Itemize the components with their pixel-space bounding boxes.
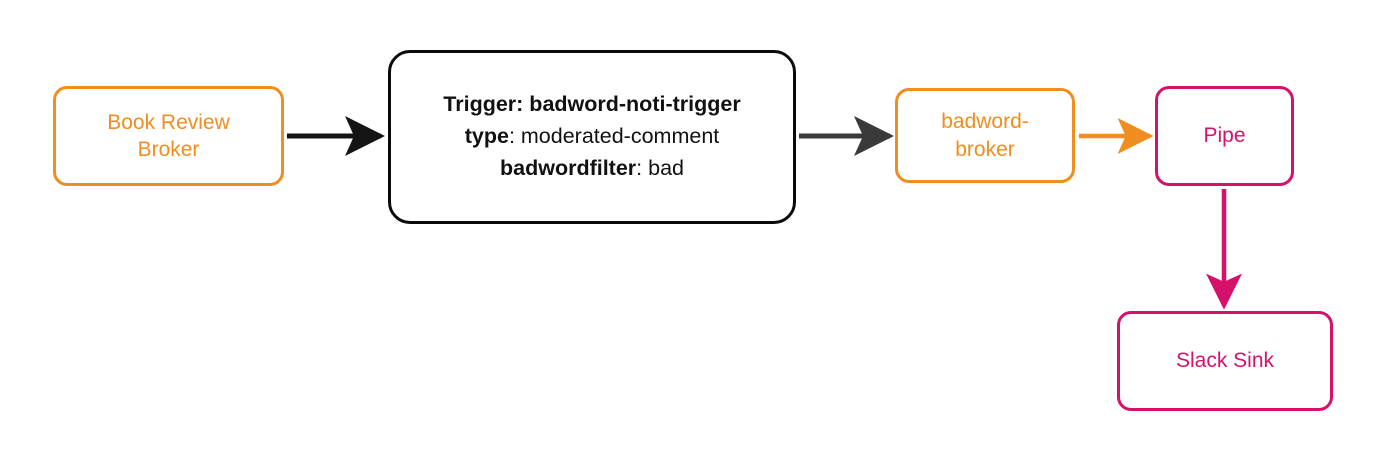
node-slack-sink[interactable]: Slack Sink (1117, 311, 1333, 411)
node-book-review-broker[interactable]: Book Review Broker (53, 86, 284, 186)
node-pipe[interactable]: Pipe (1155, 86, 1294, 186)
trigger-line-type: type: moderated-comment (465, 121, 720, 153)
trigger-badwordfilter-separator: : (636, 155, 649, 180)
trigger-type-separator: : (508, 124, 521, 149)
trigger-badwordfilter-key: badwordfilter (500, 155, 637, 180)
node-pipe-label: Pipe (1203, 124, 1246, 148)
node-trigger[interactable]: Trigger: badword-noti-trigger type: mode… (388, 50, 796, 224)
node-badword-broker[interactable]: badword- broker (895, 88, 1075, 183)
node-badword-broker-label: badword- broker (941, 110, 1029, 161)
node-slack-sink-label: Slack Sink (1175, 349, 1275, 373)
trigger-line-name: Trigger: badword-noti-trigger (443, 92, 741, 117)
trigger-type-value: moderated-comment (520, 124, 720, 149)
trigger-line-badwordfilter: badwordfilter: bad (500, 153, 684, 185)
node-book-review-broker-label: Book Review Broker (107, 110, 230, 161)
trigger-badwordfilter-value: bad (648, 155, 684, 180)
trigger-type-key: type (464, 124, 509, 149)
